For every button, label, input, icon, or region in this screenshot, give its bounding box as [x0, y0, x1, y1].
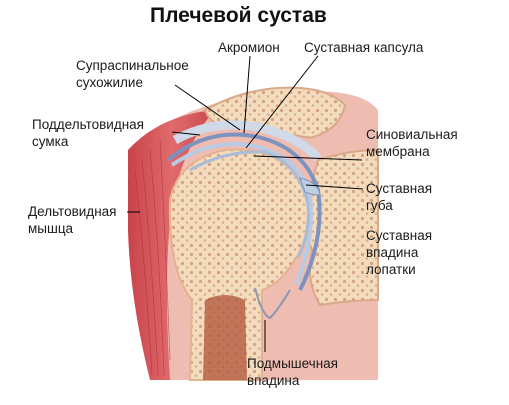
marrow-canal — [203, 295, 247, 380]
label-glenoid-line3: лопатки — [366, 262, 416, 277]
axillary-recess — [254, 287, 291, 320]
synovial-membrane — [170, 142, 314, 286]
label-axillary-line1: Подмышечная — [247, 356, 338, 371]
label-supraspinatus-line1: Супраспинальное — [76, 58, 189, 73]
page-title: Плечевой сустав — [150, 4, 327, 27]
articular-cartilage — [189, 150, 310, 259]
deltoid-fibers — [134, 139, 171, 376]
label-labrum-line2: губа — [366, 198, 393, 213]
label-synovial-line2: мембрана — [366, 144, 430, 159]
label-synovial-line1: Синовиальная — [366, 127, 458, 142]
label-bursa-line1: Поддельтовидная — [32, 117, 144, 132]
label-deltoid-line1: Дельтовидная — [28, 204, 117, 219]
glenoid-labrum — [299, 177, 321, 196]
label-axillary-line2: впадина — [247, 373, 300, 388]
label-glenoid-line1: Суставная — [366, 228, 433, 243]
label-bursa-line2: сумка — [32, 134, 69, 149]
label-labrum-line1: Суставная — [366, 181, 433, 196]
label-supraspinatus-line2: сухожилие — [76, 75, 143, 90]
label-deltoid-line2: мышца — [28, 221, 74, 236]
label-glenoid-line2: впадина — [366, 245, 419, 260]
joint-capsule — [166, 132, 322, 291]
label-capsule: Суставная капсула — [304, 40, 424, 55]
label-acromion: Акромион — [218, 40, 280, 55]
deltoid-muscle — [128, 110, 215, 380]
leader-lines — [127, 55, 364, 352]
